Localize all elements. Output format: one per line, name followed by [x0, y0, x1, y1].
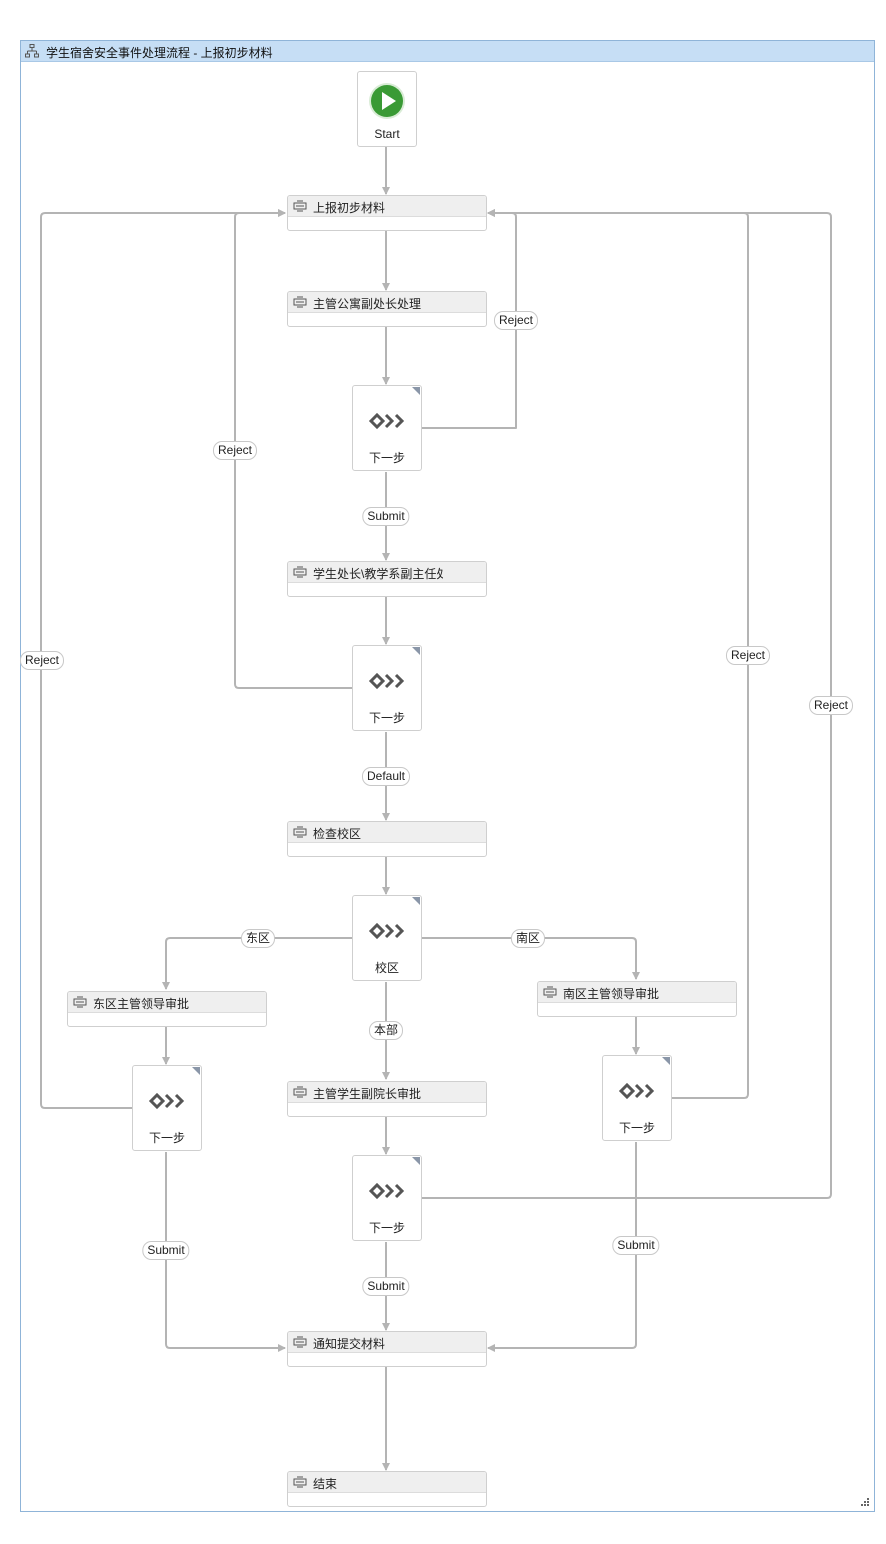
activity-label: 通知提交材料 [313, 1337, 386, 1351]
activity-supervisor[interactable]: 主管公寓副处长处理 [287, 291, 487, 327]
activity-east-leader[interactable]: 东区主管领导审批 [67, 991, 267, 1027]
activity-icon [543, 986, 557, 998]
workflow-title-bar: 学生宿舍安全事件处理流程 - 上报初步材料 [21, 41, 874, 62]
activity-icon [293, 1336, 307, 1348]
flow-switch-icon [149, 1092, 185, 1110]
decision-main[interactable]: 下一步 [352, 1155, 422, 1241]
workflow-designer-canvas: 学生宿舍安全事件处理流程 - 上报初步材料 [20, 40, 875, 1512]
decision-label: 校区 [374, 961, 399, 975]
transition-label-reject[interactable]: Reject [19, 651, 65, 670]
decision-d1[interactable]: 下一步 [352, 385, 422, 471]
decision-d2[interactable]: 下一步 [352, 645, 422, 731]
resize-grip-icon[interactable] [861, 1498, 870, 1507]
wire-south-reject [487, 209, 749, 1099]
activity-icon [293, 826, 307, 838]
wire-main-reject [422, 209, 832, 1199]
activity-vp[interactable]: 主管学生副院长审批 [287, 1081, 487, 1117]
activity-icon [293, 200, 307, 212]
decision-east[interactable]: 下一步 [132, 1065, 202, 1151]
activity-label: 结束 [313, 1477, 338, 1491]
transition-label-main[interactable]: 本部 [368, 1021, 404, 1040]
activity-south-leader[interactable]: 南区主管领导审批 [537, 981, 737, 1017]
decision-label: 下一步 [368, 1221, 405, 1235]
flow-switch-icon [369, 1182, 405, 1200]
decision-label: 下一步 [368, 451, 405, 465]
activity-label: 检查校区 [313, 827, 362, 841]
activity-label: 东区主管领导审批 [93, 997, 190, 1011]
start-label: Start [374, 127, 400, 141]
start-play-icon [369, 83, 405, 119]
activity-icon [293, 1086, 307, 1098]
activity-dean[interactable]: 学生处长\教学系副主任处理 [287, 561, 487, 597]
activity-label: 主管公寓副处长处理 [313, 297, 422, 311]
transition-label-submit[interactable]: Submit [142, 1241, 190, 1260]
transition-label-submit[interactable]: Submit [612, 1236, 660, 1255]
decision-label: 下一步 [618, 1121, 655, 1135]
activity-icon [293, 296, 307, 308]
flow-switch-icon [369, 672, 405, 690]
decision-campus[interactable]: 校区 [352, 895, 422, 981]
decision-south[interactable]: 下一步 [602, 1055, 672, 1141]
wire-campus-south [422, 937, 640, 980]
transition-label-reject[interactable]: Reject [493, 311, 539, 330]
workflow-title: 学生宿舍安全事件处理流程 - 上报初步材料 [46, 46, 273, 60]
activity-label: 主管学生副院长审批 [313, 1087, 422, 1101]
activity-end[interactable]: 结束 [287, 1471, 487, 1507]
transition-label-east[interactable]: 东区 [240, 929, 276, 948]
transition-label-default[interactable]: Default [361, 767, 411, 786]
flow-switch-icon [369, 922, 405, 940]
decision-label: 下一步 [368, 711, 405, 725]
wire-south-submit [487, 1142, 637, 1352]
start-node[interactable]: Start [357, 71, 417, 147]
activity-report[interactable]: 上报初步材料 [287, 195, 487, 231]
activity-label: 上报初步材料 [313, 201, 386, 215]
transition-label-submit[interactable]: Submit [362, 507, 410, 526]
activity-check-campus[interactable]: 检查校区 [287, 821, 487, 857]
activity-icon [293, 1476, 307, 1488]
transition-label-reject[interactable]: Reject [808, 696, 854, 715]
activity-label: 南区主管领导审批 [563, 987, 660, 1001]
decision-label: 下一步 [148, 1131, 185, 1145]
activity-label: 学生处长\教学系副主任处理 [313, 567, 443, 581]
transition-label-south[interactable]: 南区 [510, 929, 546, 948]
activity-icon [73, 996, 87, 1008]
wire-east-submit [165, 1152, 286, 1352]
transition-label-reject[interactable]: Reject [725, 646, 771, 665]
wire-campus-east [162, 937, 352, 990]
flow-switch-icon [369, 412, 405, 430]
activity-icon [293, 566, 307, 578]
activity-notify[interactable]: 通知提交材料 [287, 1331, 487, 1367]
flowchart-icon [25, 44, 39, 58]
transition-label-reject[interactable]: Reject [212, 441, 258, 460]
wire-east-reject [40, 209, 286, 1109]
flow-switch-icon [619, 1082, 655, 1100]
transition-label-submit[interactable]: Submit [362, 1277, 410, 1296]
